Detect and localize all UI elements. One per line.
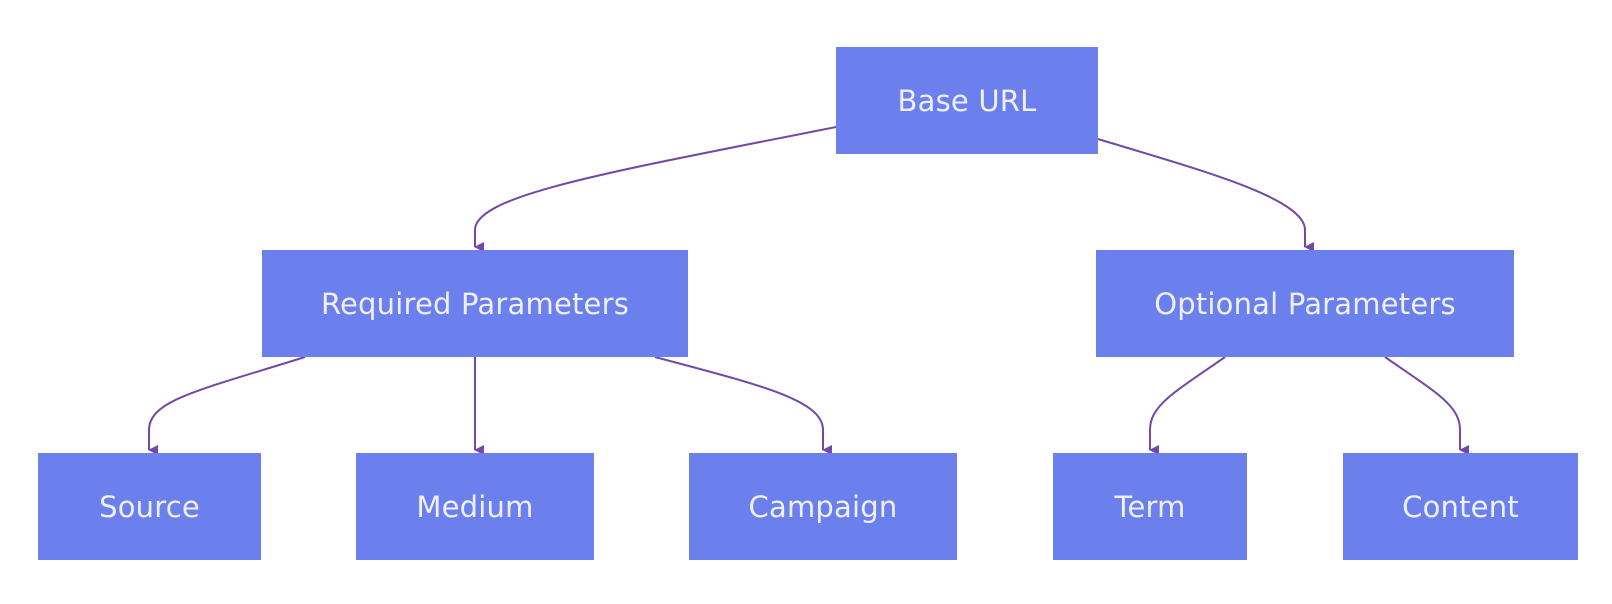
node-medium-label: Medium xyxy=(416,489,534,524)
node-medium[interactable]: Medium xyxy=(356,453,594,560)
edge-base-to-optional xyxy=(1097,138,1314,252)
edge-optional-to-term xyxy=(1149,356,1226,455)
node-source[interactable]: Source xyxy=(38,453,261,560)
node-campaign[interactable]: Campaign xyxy=(689,453,957,560)
node-source-label: Source xyxy=(99,489,200,524)
node-required-parameters-label: Required Parameters xyxy=(320,286,630,321)
node-optional-parameters[interactable]: Optional Parameters xyxy=(1096,250,1514,357)
node-term[interactable]: Term xyxy=(1053,453,1247,560)
node-content-label: Content xyxy=(1402,489,1519,524)
edge-required-to-source xyxy=(148,356,306,455)
node-required-parameters[interactable]: Required Parameters xyxy=(262,250,688,357)
node-base-url[interactable]: Base URL xyxy=(836,47,1098,154)
edge-optional-to-content xyxy=(1384,356,1469,455)
node-content[interactable]: Content xyxy=(1343,453,1578,560)
edge-base-to-required xyxy=(474,126,837,252)
node-term-label: Term xyxy=(1114,489,1186,524)
node-campaign-label: Campaign xyxy=(748,489,898,524)
edge-required-to-campaign xyxy=(654,356,832,455)
node-optional-parameters-label: Optional Parameters xyxy=(1154,286,1456,321)
node-base-url-label: Base URL xyxy=(897,83,1037,118)
